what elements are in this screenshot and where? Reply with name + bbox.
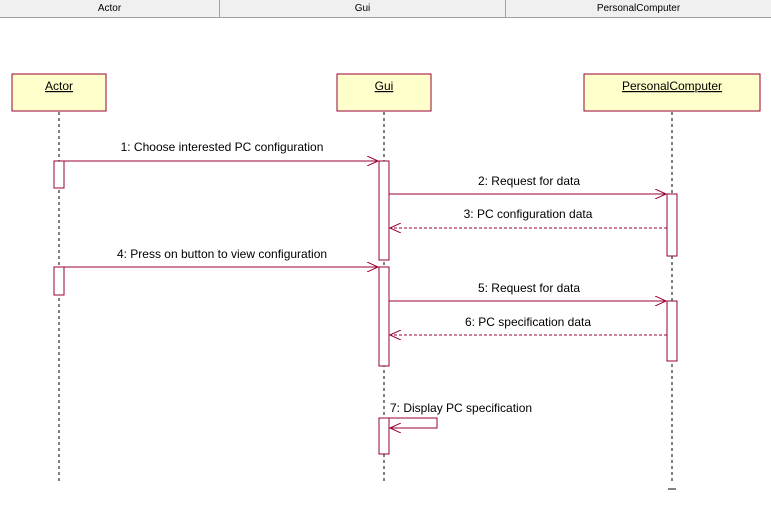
message-1-label: 1: Choose interested PC configuration	[121, 140, 324, 154]
message-6[interactable]: 6: PC specification data	[390, 315, 667, 335]
object-personal-computer[interactable]: PersonalComputer	[583, 73, 761, 112]
message-2-label: 2: Request for data	[478, 174, 580, 188]
message-7-arrow	[389, 417, 438, 428]
activation-pc-2[interactable]	[666, 300, 678, 362]
message-7[interactable]: 7: Display PC specification	[389, 401, 532, 428]
object-personal-computer-label: PersonalComputer	[622, 79, 722, 93]
activation-pc-1[interactable]	[666, 193, 678, 257]
activation-gui-3[interactable]	[378, 417, 390, 455]
column-header-personal-computer[interactable]: PersonalComputer	[506, 0, 771, 17]
object-actor-label: Actor	[45, 79, 73, 93]
object-gui[interactable]: Gui	[336, 73, 432, 112]
message-5-label: 5: Request for data	[478, 281, 580, 295]
activation-actor-1[interactable]	[53, 160, 65, 189]
message-6-label: 6: PC specification data	[465, 315, 591, 329]
activation-gui-1[interactable]	[378, 160, 390, 261]
message-1[interactable]: 1: Choose interested PC configuration	[64, 140, 378, 161]
object-actor[interactable]: Actor	[11, 73, 107, 112]
object-gui-label: Gui	[375, 79, 394, 93]
message-3-label: 3: PC configuration data	[464, 207, 593, 221]
message-7-label: 7: Display PC specification	[390, 401, 532, 415]
column-header-gui[interactable]: Gui	[220, 0, 506, 17]
message-4[interactable]: 4: Press on button to view configuration	[64, 247, 378, 267]
column-header-actor[interactable]: Actor	[0, 0, 220, 17]
activation-actor-2[interactable]	[53, 266, 65, 296]
message-4-label: 4: Press on button to view configuration	[117, 247, 327, 261]
column-header-bar: Actor Gui PersonalComputer	[0, 0, 771, 18]
message-3[interactable]: 3: PC configuration data	[390, 207, 667, 228]
activation-gui-2[interactable]	[378, 266, 390, 367]
message-5[interactable]: 5: Request for data	[389, 281, 666, 301]
message-2[interactable]: 2: Request for data	[389, 174, 666, 194]
